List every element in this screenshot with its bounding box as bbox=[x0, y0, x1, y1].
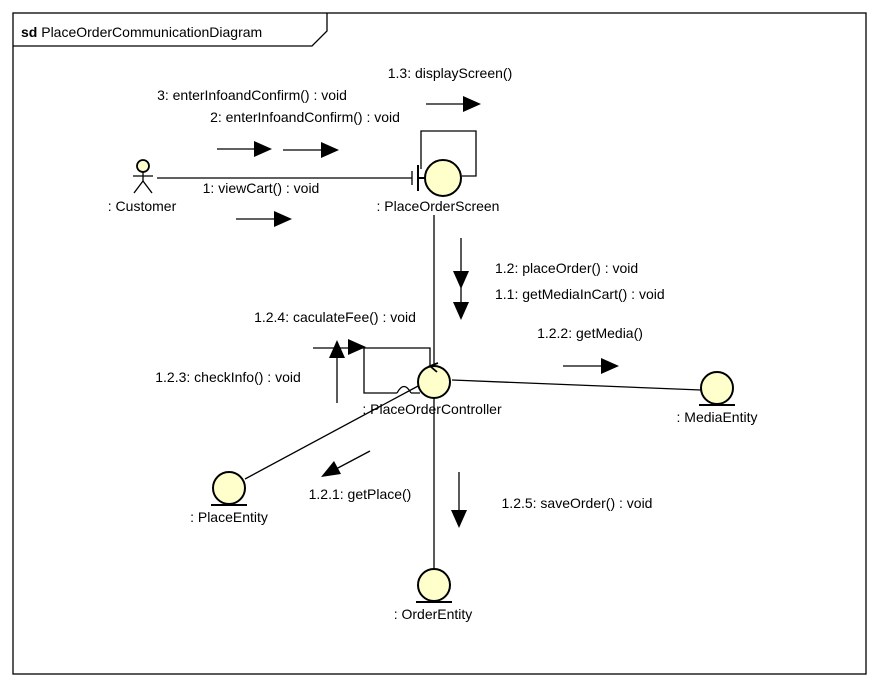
arrow-message-1-2-1 bbox=[321, 450, 371, 477]
link-controller-media bbox=[451, 379, 702, 391]
arrow-message-1-2-5 bbox=[451, 472, 467, 528]
message-label-1-2-4: 1.2.4: caculateFee() : void bbox=[254, 309, 416, 325]
message-label-1: 1: viewCart() : void bbox=[203, 180, 320, 196]
self-link-screen bbox=[420, 130, 477, 177]
arrow-message-1-1 bbox=[453, 286, 469, 320]
customer-label: : Customer bbox=[108, 198, 177, 214]
arrow-message-1 bbox=[236, 211, 292, 227]
line-jump bbox=[396, 385, 412, 394]
arrow-message-1-2-3 bbox=[329, 340, 345, 403]
arrow-message-1-3 bbox=[426, 96, 481, 112]
message-label-1-1: 1.1: getMediaInCart() : void bbox=[495, 286, 665, 302]
message-label-1-2-3: 1.2.3: checkInfo() : void bbox=[155, 369, 301, 385]
message-label-1-3: 1.3: displayScreen() bbox=[388, 65, 513, 81]
message-label-2: 2: enterInfoandConfirm() : void bbox=[210, 109, 400, 125]
place-entity-label: : PlaceEntity bbox=[190, 509, 268, 525]
order-entity-icon[interactable] bbox=[416, 568, 452, 603]
screen-label: : PlaceOrderScreen bbox=[377, 198, 500, 214]
message-label-3: 3: enterInfoandConfirm() : void bbox=[157, 87, 347, 103]
order-entity-label: : OrderEntity bbox=[394, 606, 473, 622]
diagram-frame bbox=[12, 12, 867, 675]
self-link-controller-lower bbox=[363, 348, 420, 394]
arrow-message-1-2 bbox=[453, 238, 469, 289]
controller-label: : PlaceOrderController bbox=[362, 401, 502, 417]
message-label-1-2-5: 1.2.5: saveOrder() : void bbox=[502, 495, 653, 511]
arrow-message-1-2-4 bbox=[348, 339, 366, 355]
link-controller-place bbox=[244, 384, 421, 480]
message-label-1-2: 1.2: placeOrder() : void bbox=[495, 260, 638, 276]
frame-title: sd PlaceOrderCommunicationDiagram bbox=[21, 24, 262, 40]
arrow-message-1-2-2 bbox=[563, 358, 619, 374]
media-entity-label: : MediaEntity bbox=[677, 409, 758, 425]
message-label-1-2-1: 1.2.1: getPlace() bbox=[309, 486, 412, 502]
message-label-1-2-2: 1.2.2: getMedia() bbox=[537, 325, 643, 341]
place-entity-icon[interactable] bbox=[211, 471, 247, 506]
frame-name-tab bbox=[13, 13, 328, 47]
control-icon[interactable] bbox=[417, 362, 451, 399]
arrow-message-2 bbox=[283, 142, 339, 158]
boundary-icon[interactable] bbox=[417, 159, 462, 197]
media-entity-icon[interactable] bbox=[699, 371, 735, 406]
customer-actor-icon[interactable] bbox=[133, 159, 153, 194]
arrow-message-3 bbox=[217, 141, 272, 157]
